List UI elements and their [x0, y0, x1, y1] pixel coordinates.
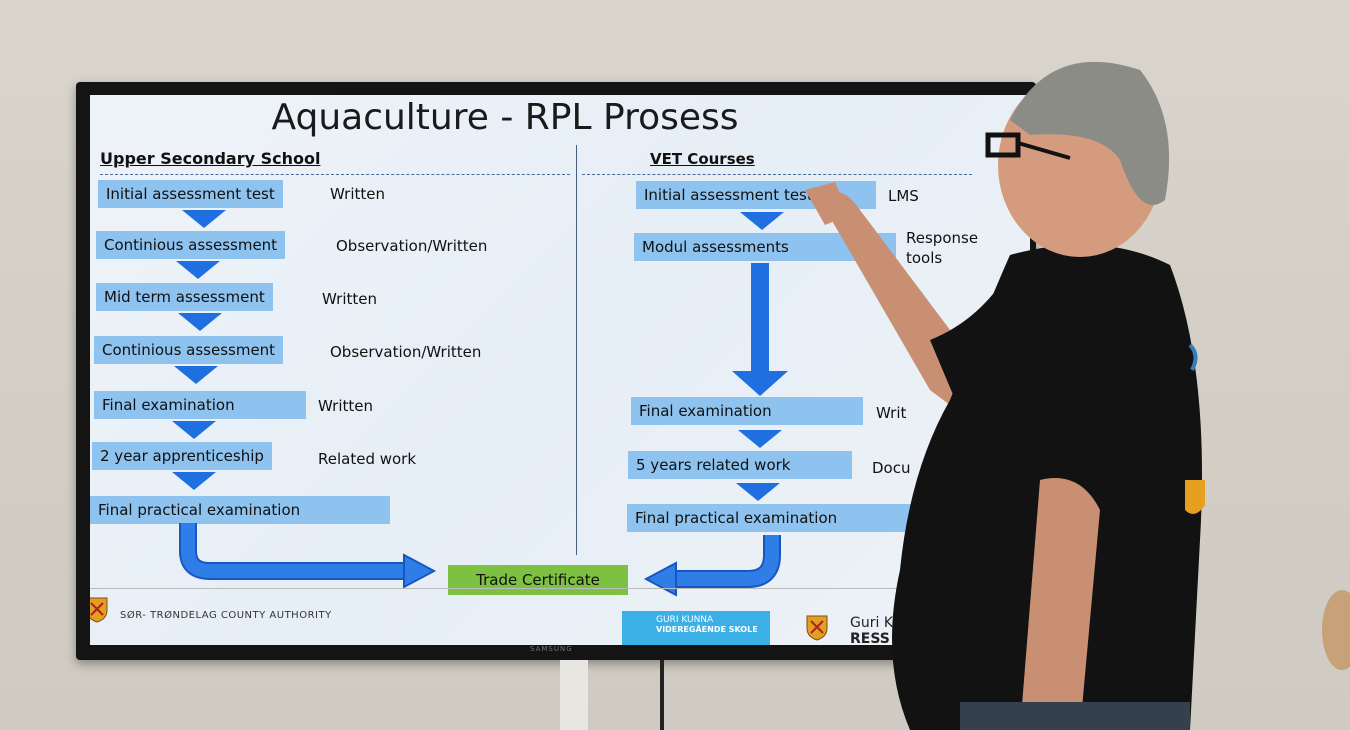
- tv-cable: [660, 660, 664, 730]
- down-arrow-icon: [736, 483, 780, 501]
- down-arrow-icon: [172, 472, 216, 490]
- long-down-arrow-icon: [732, 263, 788, 396]
- right-note-4: Docu: [872, 459, 911, 477]
- right-step-5: Final practical examination: [627, 504, 917, 532]
- down-arrow-icon: [738, 430, 782, 448]
- tv-brand: SAMSUNG: [530, 645, 573, 653]
- left-note-6: Related work: [318, 450, 417, 468]
- right-note-1: LMS: [888, 187, 919, 205]
- right-step-4: 5 years related work: [628, 451, 852, 479]
- guri-ressurs-bottom: RESS: [850, 631, 890, 645]
- footer-authority: SØR- TRØNDELAG COUNTY AUTHORITY: [120, 610, 332, 621]
- slide-title: Aquaculture - RPL Prosess: [271, 97, 739, 138]
- left-step-4: Continious assessment: [94, 336, 284, 364]
- partial-person: [1322, 590, 1350, 670]
- down-arrow-icon: [174, 366, 218, 384]
- presenter: [805, 61, 1205, 730]
- left-divider: [100, 174, 570, 175]
- guri-kunna-logo: GURI KUNNA VIDEREGÅENDE SKOLE: [622, 611, 770, 645]
- left-step-5: Final examination: [94, 391, 306, 419]
- left-step-3: Mid term assessment: [96, 283, 273, 311]
- right-divider: [582, 174, 972, 175]
- guri-ressurs-top: Guri K: [850, 615, 893, 631]
- guri-ressurs-logo: Guri K RESS: [850, 615, 893, 645]
- left-note-4: Observation/Written: [330, 343, 482, 361]
- left-step-2: Continious assessment: [96, 231, 286, 259]
- right-column-heading: VET Courses: [650, 150, 755, 168]
- left-step-6: 2 year apprenticeship: [92, 442, 272, 470]
- down-arrow-icon: [740, 212, 784, 230]
- county-shield-icon: [806, 615, 828, 641]
- guri-kunna-sub: VIDEREGÅENDE SKOLE: [656, 625, 758, 634]
- guri-kunna-name: GURI KUNNA: [656, 615, 714, 625]
- down-arrow-icon: [178, 313, 222, 331]
- left-note-2: Observation/Written: [336, 237, 488, 255]
- left-step-7: Final practical examination: [90, 496, 390, 524]
- down-arrow-icon: [172, 421, 216, 439]
- left-column-heading: Upper Secondary School: [100, 149, 321, 168]
- tv-screen: Aquaculture - RPL Prosess Upper Secondar…: [90, 95, 1030, 645]
- left-curved-arrow-icon: [179, 523, 437, 589]
- right-note-2: Response tools: [906, 229, 979, 267]
- left-note-5: Written: [318, 397, 373, 415]
- trade-certificate-box: Trade Certificate: [448, 565, 628, 595]
- down-arrow-icon: [176, 261, 220, 279]
- left-note-3: Written: [322, 290, 377, 308]
- right-curved-arrow-icon: [643, 535, 781, 597]
- right-note-3: Writ: [876, 404, 907, 422]
- left-step-1: Initial assessment test: [98, 180, 283, 208]
- right-step-3: Final examination: [631, 397, 863, 425]
- footer-divider: [90, 588, 1030, 589]
- column-separator: [576, 145, 577, 555]
- left-note-1: Written: [330, 185, 385, 203]
- county-shield-icon: [90, 597, 108, 623]
- down-arrow-icon: [182, 210, 226, 228]
- wall-mount: [560, 660, 588, 730]
